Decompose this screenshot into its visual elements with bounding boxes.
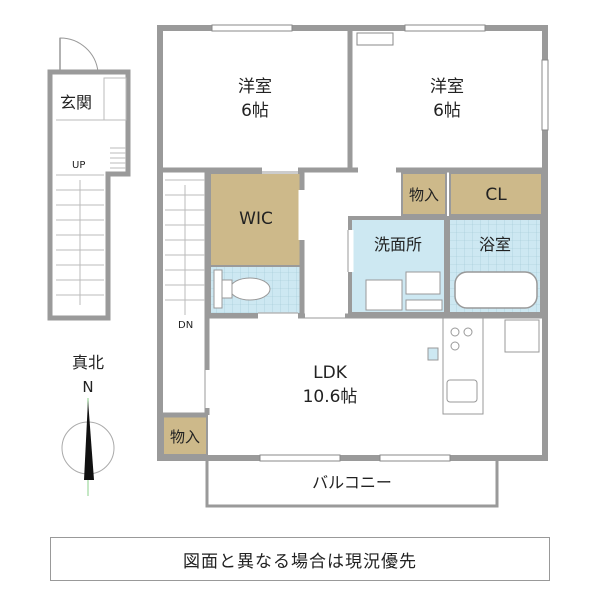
stair-up-label: UP bbox=[72, 160, 85, 171]
storage-upper-area bbox=[401, 172, 447, 216]
toilet-fixture bbox=[213, 269, 271, 309]
washer-pan bbox=[365, 279, 403, 311]
shoe-rack-lines bbox=[110, 147, 126, 169]
stair-down-label: DN bbox=[178, 320, 193, 331]
ldk-name: LDK bbox=[313, 363, 348, 383]
bathtub bbox=[454, 271, 538, 309]
main-unit: バルコニー bbox=[157, 24, 549, 508]
western-room-1-size: 6帖 bbox=[241, 101, 269, 121]
door-openings bbox=[203, 166, 396, 408]
door-leaves bbox=[204, 171, 349, 408]
western-room-2-name: 洋室 bbox=[430, 77, 464, 97]
note-text: 図面と異なる場合は現況優先 bbox=[183, 551, 417, 572]
entrance-walls bbox=[47, 69, 131, 321]
entrance-stair-block: 玄関 UP bbox=[47, 37, 131, 321]
shoe-cabinet bbox=[103, 77, 127, 121]
wic-label: WIC bbox=[239, 209, 273, 229]
washroom-label: 洗面所 bbox=[374, 235, 422, 254]
washbasin bbox=[405, 271, 441, 295]
wic-area bbox=[209, 172, 303, 267]
entrance-door-swing bbox=[59, 37, 99, 73]
storage-lower-label: 物入 bbox=[170, 428, 200, 446]
note-box: 図面と異なる場合は現況優先 bbox=[50, 537, 550, 581]
closet-area bbox=[449, 172, 543, 216]
compass: 真北 N bbox=[61, 353, 115, 496]
kitchen-counter bbox=[427, 317, 540, 415]
windows bbox=[211, 24, 549, 462]
closet-label: CL bbox=[485, 185, 507, 205]
western-room-1-name: 洋室 bbox=[238, 77, 272, 97]
compass-label: 真北 bbox=[72, 353, 104, 372]
balcony-label: バルコニー bbox=[312, 473, 392, 492]
wash-counter bbox=[405, 299, 443, 311]
compass-direction: N bbox=[82, 378, 93, 396]
entrance-label: 玄関 bbox=[60, 93, 92, 112]
compass-needle-icon bbox=[84, 400, 94, 480]
ldk-size: 10.6帖 bbox=[303, 387, 358, 407]
storage-upper-label: 物入 bbox=[409, 186, 439, 204]
bathroom-label: 浴室 bbox=[479, 235, 511, 254]
western-room-2-size: 6帖 bbox=[433, 101, 461, 121]
